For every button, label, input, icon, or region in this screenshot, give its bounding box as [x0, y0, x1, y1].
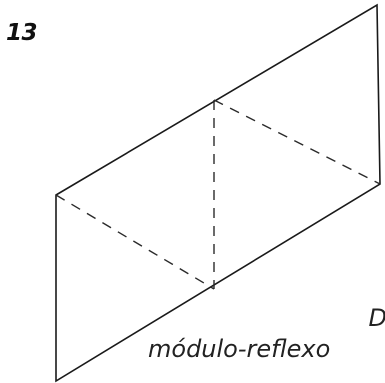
figure-number: 13: [6, 20, 38, 46]
caption-line-2: módulo-reflexo: [148, 335, 331, 363]
panel-outline: [55, 3, 381, 383]
fold-line-left-diagonal: [55, 194, 215, 290]
caption-line-1: D: [369, 306, 385, 330]
fold-line-right-diagonal: [213, 99, 381, 185]
